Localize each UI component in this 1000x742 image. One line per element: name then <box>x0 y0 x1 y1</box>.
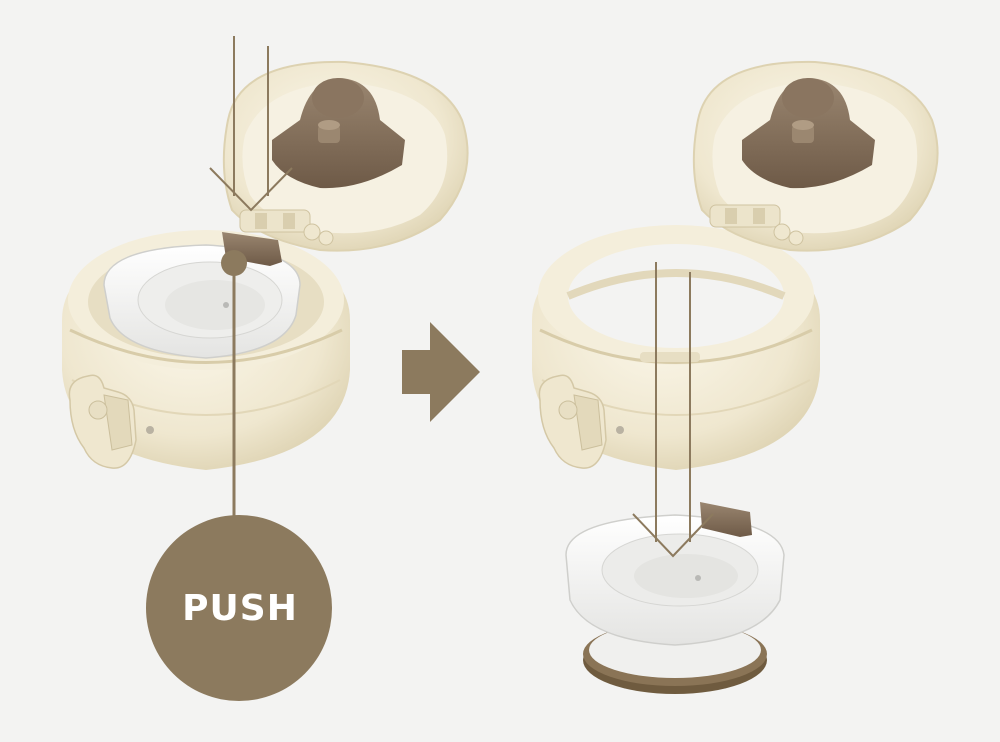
push-badge <box>146 515 332 701</box>
left-hinge-clasp <box>68 374 154 469</box>
left-press-arrows <box>209 36 293 212</box>
right-lid-assembly <box>532 60 939 694</box>
left-upper-lid <box>222 60 469 252</box>
right-upper-lid <box>692 60 939 252</box>
push-pointer <box>221 250 247 525</box>
left-white-insert <box>103 244 301 359</box>
right-hinge-clasp <box>538 374 624 469</box>
down-arrow-icon <box>632 262 714 558</box>
push-label: PUSH <box>182 587 298 629</box>
left-lid-assembly <box>62 36 469 701</box>
right-arrow-icon <box>402 322 480 422</box>
removed-push-button <box>700 502 752 537</box>
right-collar-ring <box>532 225 820 470</box>
removed-insert-with-gasket <box>565 502 785 694</box>
